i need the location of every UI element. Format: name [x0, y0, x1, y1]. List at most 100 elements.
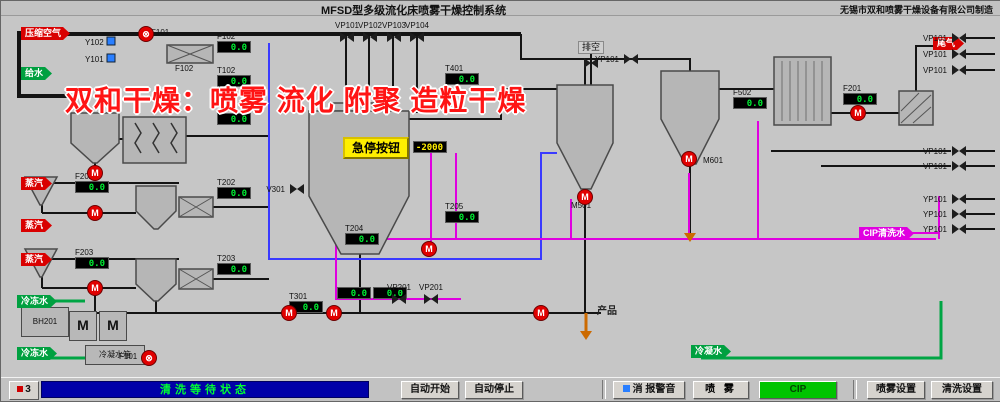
valve-label: VP201 — [418, 283, 444, 292]
valve-VP101-icon[interactable] — [952, 49, 966, 59]
label-tag: CIP清洗水 — [859, 227, 914, 240]
display-tag-F203: F203 — [75, 248, 94, 257]
pump-icon[interactable]: M — [533, 305, 549, 321]
alarm-icon — [17, 386, 24, 392]
cyclone-1[interactable] — [70, 112, 120, 164]
separator — [602, 380, 606, 399]
valve-label: VP103 — [381, 21, 407, 30]
valve-VP201-icon[interactable] — [424, 294, 438, 304]
mixer-1: M — [69, 311, 97, 341]
display-T301: 0.0 — [289, 301, 323, 313]
supply-tag: 压缩空气 — [21, 27, 70, 40]
display-tag-T205: T205 — [445, 202, 464, 211]
display-F201: 0.0 — [843, 93, 877, 105]
condenser-fins — [781, 61, 823, 121]
label-tag: Y101 — [85, 55, 104, 64]
cip-mode-button[interactable]: CIP — [759, 381, 837, 399]
display-value: -2000 — [413, 141, 447, 153]
display-T205: 0.0 — [445, 211, 479, 223]
valve-YP101-icon[interactable] — [952, 224, 966, 234]
product-arrows — [580, 233, 696, 340]
indicator-button[interactable]: 3 — [9, 381, 39, 400]
y-valve-icons — [106, 36, 116, 63]
separator — [853, 380, 857, 399]
cyclone-2[interactable] — [135, 185, 177, 230]
valve-VP103-icon[interactable] — [387, 32, 401, 42]
spray-mode-label: 喷 雾 — [705, 384, 737, 395]
valve-VP101-icon[interactable] — [952, 146, 966, 156]
valve-VP101-icon[interactable] — [952, 161, 966, 171]
spray-mode-button[interactable]: 喷 雾 — [693, 381, 749, 399]
valve-VP102-icon[interactable] — [363, 32, 377, 42]
fan-icon[interactable]: ⊗ — [141, 350, 157, 366]
valve-label: VP101 — [922, 34, 947, 43]
valve-YP101-icon[interactable] — [952, 209, 966, 219]
supply-tag: 冷冻水 — [17, 295, 57, 308]
indicator-count: 3 — [25, 384, 31, 395]
valve-V301-icon[interactable] — [290, 184, 304, 194]
mute-alarm-button[interactable]: 消 报警音 — [613, 381, 685, 399]
valve-label: VP104 — [404, 21, 430, 30]
valve-label: VP102 — [357, 21, 383, 30]
display-tag-T401: T401 — [445, 64, 464, 73]
cyclone-3[interactable] — [135, 258, 177, 302]
valve-YP101-icon[interactable] — [624, 54, 638, 64]
valve-VP101-icon[interactable] — [952, 65, 966, 75]
recycle-pipes — [268, 43, 557, 260]
valve-label: YP101 — [922, 210, 947, 219]
pump-icon[interactable]: M — [421, 241, 437, 257]
pump-icon[interactable]: M — [577, 189, 593, 205]
display-F203: 0.0 — [75, 257, 109, 269]
valve-label: YP101 — [594, 55, 619, 64]
valve-YP101-icon[interactable] — [952, 194, 966, 204]
clean-settings-button[interactable]: 清洗设置 — [931, 381, 993, 399]
tower-top-cap — [330, 102, 388, 112]
pump-icon[interactable]: M — [281, 305, 297, 321]
label-tag: F101 — [151, 28, 170, 37]
valve-vent-icon[interactable] — [584, 58, 598, 68]
pump-icon[interactable]: M — [87, 280, 103, 296]
valve-label: VP101 — [922, 147, 947, 156]
display-T203: 0.0 — [217, 263, 251, 275]
display-tag-T301: T301 — [289, 292, 308, 301]
pump-icon[interactable]: M — [681, 151, 697, 167]
mute-alarm-label: 消 报警音 — [632, 384, 676, 395]
valve-label: VP101 — [922, 50, 947, 59]
main-air-duct — [17, 31, 521, 98]
display-tag-T204: T204 — [345, 224, 364, 233]
display-tag-T202: T202 — [217, 178, 236, 187]
spray-settings-button[interactable]: 喷雾设置 — [867, 381, 925, 399]
display-F102: 0.0 — [217, 41, 251, 53]
display-T102: 0.0 — [217, 75, 251, 87]
cyclone-a[interactable] — [556, 84, 614, 190]
auto-stop-button[interactable]: 自动停止 — [465, 381, 523, 399]
supply-tag: 给水 — [21, 67, 52, 80]
display-tag-T201: T201 — [217, 104, 236, 113]
pump-icon[interactable]: M — [87, 165, 103, 181]
label-tag: F101 — [119, 352, 138, 361]
display-T204: 0.0 — [345, 233, 379, 245]
valve-label: YP101 — [922, 195, 947, 204]
display-T401: 0.0 — [445, 73, 479, 85]
pump-icon[interactable]: M — [87, 205, 103, 221]
emergency-stop-button[interactable]: 急停按钮 — [343, 137, 409, 159]
spray-settings-label: 喷雾设置 — [876, 384, 916, 395]
auto-start-button[interactable]: 自动开始 — [401, 381, 459, 399]
valve-VP201-icon[interactable] — [392, 294, 406, 304]
cip-mode-label: CIP — [789, 384, 807, 395]
cyclone-b[interactable] — [660, 70, 720, 165]
auto-stop-label: 自动停止 — [474, 384, 514, 395]
valve-VP101-icon[interactable] — [340, 32, 354, 42]
status-text: 清洗等待状态 — [160, 384, 250, 396]
pump-icon[interactable]: M — [326, 305, 342, 321]
valve-label: VP101 — [922, 66, 947, 75]
valve-VP101-icon[interactable] — [952, 33, 966, 43]
display-tag-F202: F202 — [75, 172, 94, 181]
fan-icon[interactable]: ⊗ — [138, 26, 154, 42]
label-tag: Y102 — [85, 38, 104, 47]
pump-icon[interactable]: M — [850, 105, 866, 121]
valve-VP104-icon[interactable] — [410, 32, 424, 42]
label-tag: M501 — [571, 201, 592, 210]
